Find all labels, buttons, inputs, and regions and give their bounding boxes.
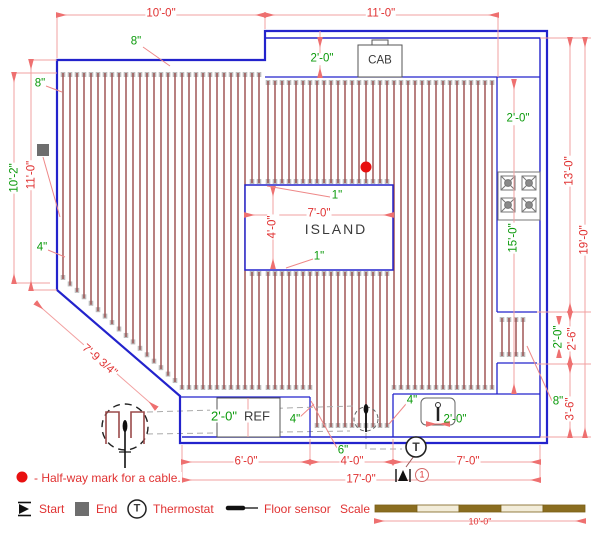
dim-cab-depth: 2'-0": [309, 52, 335, 65]
island-label: ISLAND: [303, 221, 369, 237]
dim-bottom-right: 7'-0": [455, 455, 481, 468]
legend-end-icon: [75, 502, 89, 516]
cable-detail-circle: [101, 403, 149, 468]
dim-bay-gap: 8": [551, 395, 565, 408]
burner-icon: [500, 197, 516, 213]
dim-left-inner: 10'-2": [8, 162, 21, 194]
dim-spacing-left: 4": [35, 241, 49, 254]
dim-gap-left: 8": [33, 77, 47, 90]
dim-island-gap-top: 1": [331, 189, 343, 202]
burner-icon: [521, 197, 537, 213]
heating-cable-serpentine: [60, 72, 526, 428]
legend-halfway-dot: [16, 471, 28, 483]
legend-end-text: End: [95, 502, 119, 516]
circuit-number-badge: [415, 468, 429, 482]
legend-thermostat-letter: T: [133, 502, 141, 515]
legend-thermostat-text: Thermostat: [152, 502, 215, 516]
halfway-mark-dot: [360, 161, 372, 173]
dim-island-gap-bottom: 1": [313, 250, 325, 263]
fridge-label: REF: [243, 408, 271, 424]
dim-top-right: 11'-0": [365, 7, 397, 20]
burner-icon: [521, 175, 537, 191]
dim-bottom-mid: 4'-0": [339, 455, 365, 468]
dim-top-left: 10'-0": [145, 7, 177, 20]
floor-sensor-symbol: [363, 404, 369, 432]
scale-bar: [374, 504, 586, 513]
dim-sink-width: 2'-0": [443, 413, 467, 426]
dim-scale-length: 10'-0": [468, 516, 492, 527]
dim-gap-top: 8": [129, 35, 143, 48]
legend-thermostat-icon: [127, 499, 147, 519]
dim-ref-width: 2'-0": [210, 408, 238, 424]
dim-right-cable: 15'-0": [507, 222, 520, 254]
dim-bottom-total: 17'-0": [345, 473, 377, 486]
burner-icon: [500, 175, 516, 191]
stove-fixture: [497, 171, 541, 221]
thermostat-symbol: [405, 436, 427, 458]
dim-island-width: 7'-0": [306, 207, 332, 220]
dim-gap-bottom: 6": [336, 444, 350, 457]
thermostat-letter: T: [412, 440, 420, 454]
cabinet-label: CAB: [367, 54, 393, 67]
leader-lines: [42, 46, 553, 468]
dim-right-upper: 13'-0": [563, 155, 576, 187]
dim-gap-sink: 4": [405, 394, 419, 407]
dim-bay-inner: 2'-0": [552, 324, 565, 350]
dim-bay: 2'-6": [566, 326, 579, 352]
cable-end-marker: [37, 144, 49, 156]
legend-start-icon: [18, 501, 31, 517]
dim-left: 11'-0": [25, 159, 38, 191]
dim-right-lower: 3'-6": [564, 396, 577, 422]
cable-start-marker: [395, 469, 411, 482]
dim-gap-ref: 4": [288, 413, 302, 426]
dim-right-total: 19'-0": [578, 224, 591, 256]
legend-start-text: Start: [38, 502, 66, 516]
legend-scale-text: Scale: [339, 502, 372, 516]
dim-island-height: 4'-0": [266, 214, 279, 240]
legend-floor-sensor-text: Floor sensor: [263, 502, 332, 516]
circuit-number: 1: [419, 469, 425, 480]
legend-halfway-text: - Half-way mark for a cable.: [33, 471, 182, 485]
sink-fixture: [420, 397, 456, 427]
dim-bottom-left: 6'-0": [233, 455, 259, 468]
dim-right-gap-top: 2'-0": [505, 112, 531, 125]
